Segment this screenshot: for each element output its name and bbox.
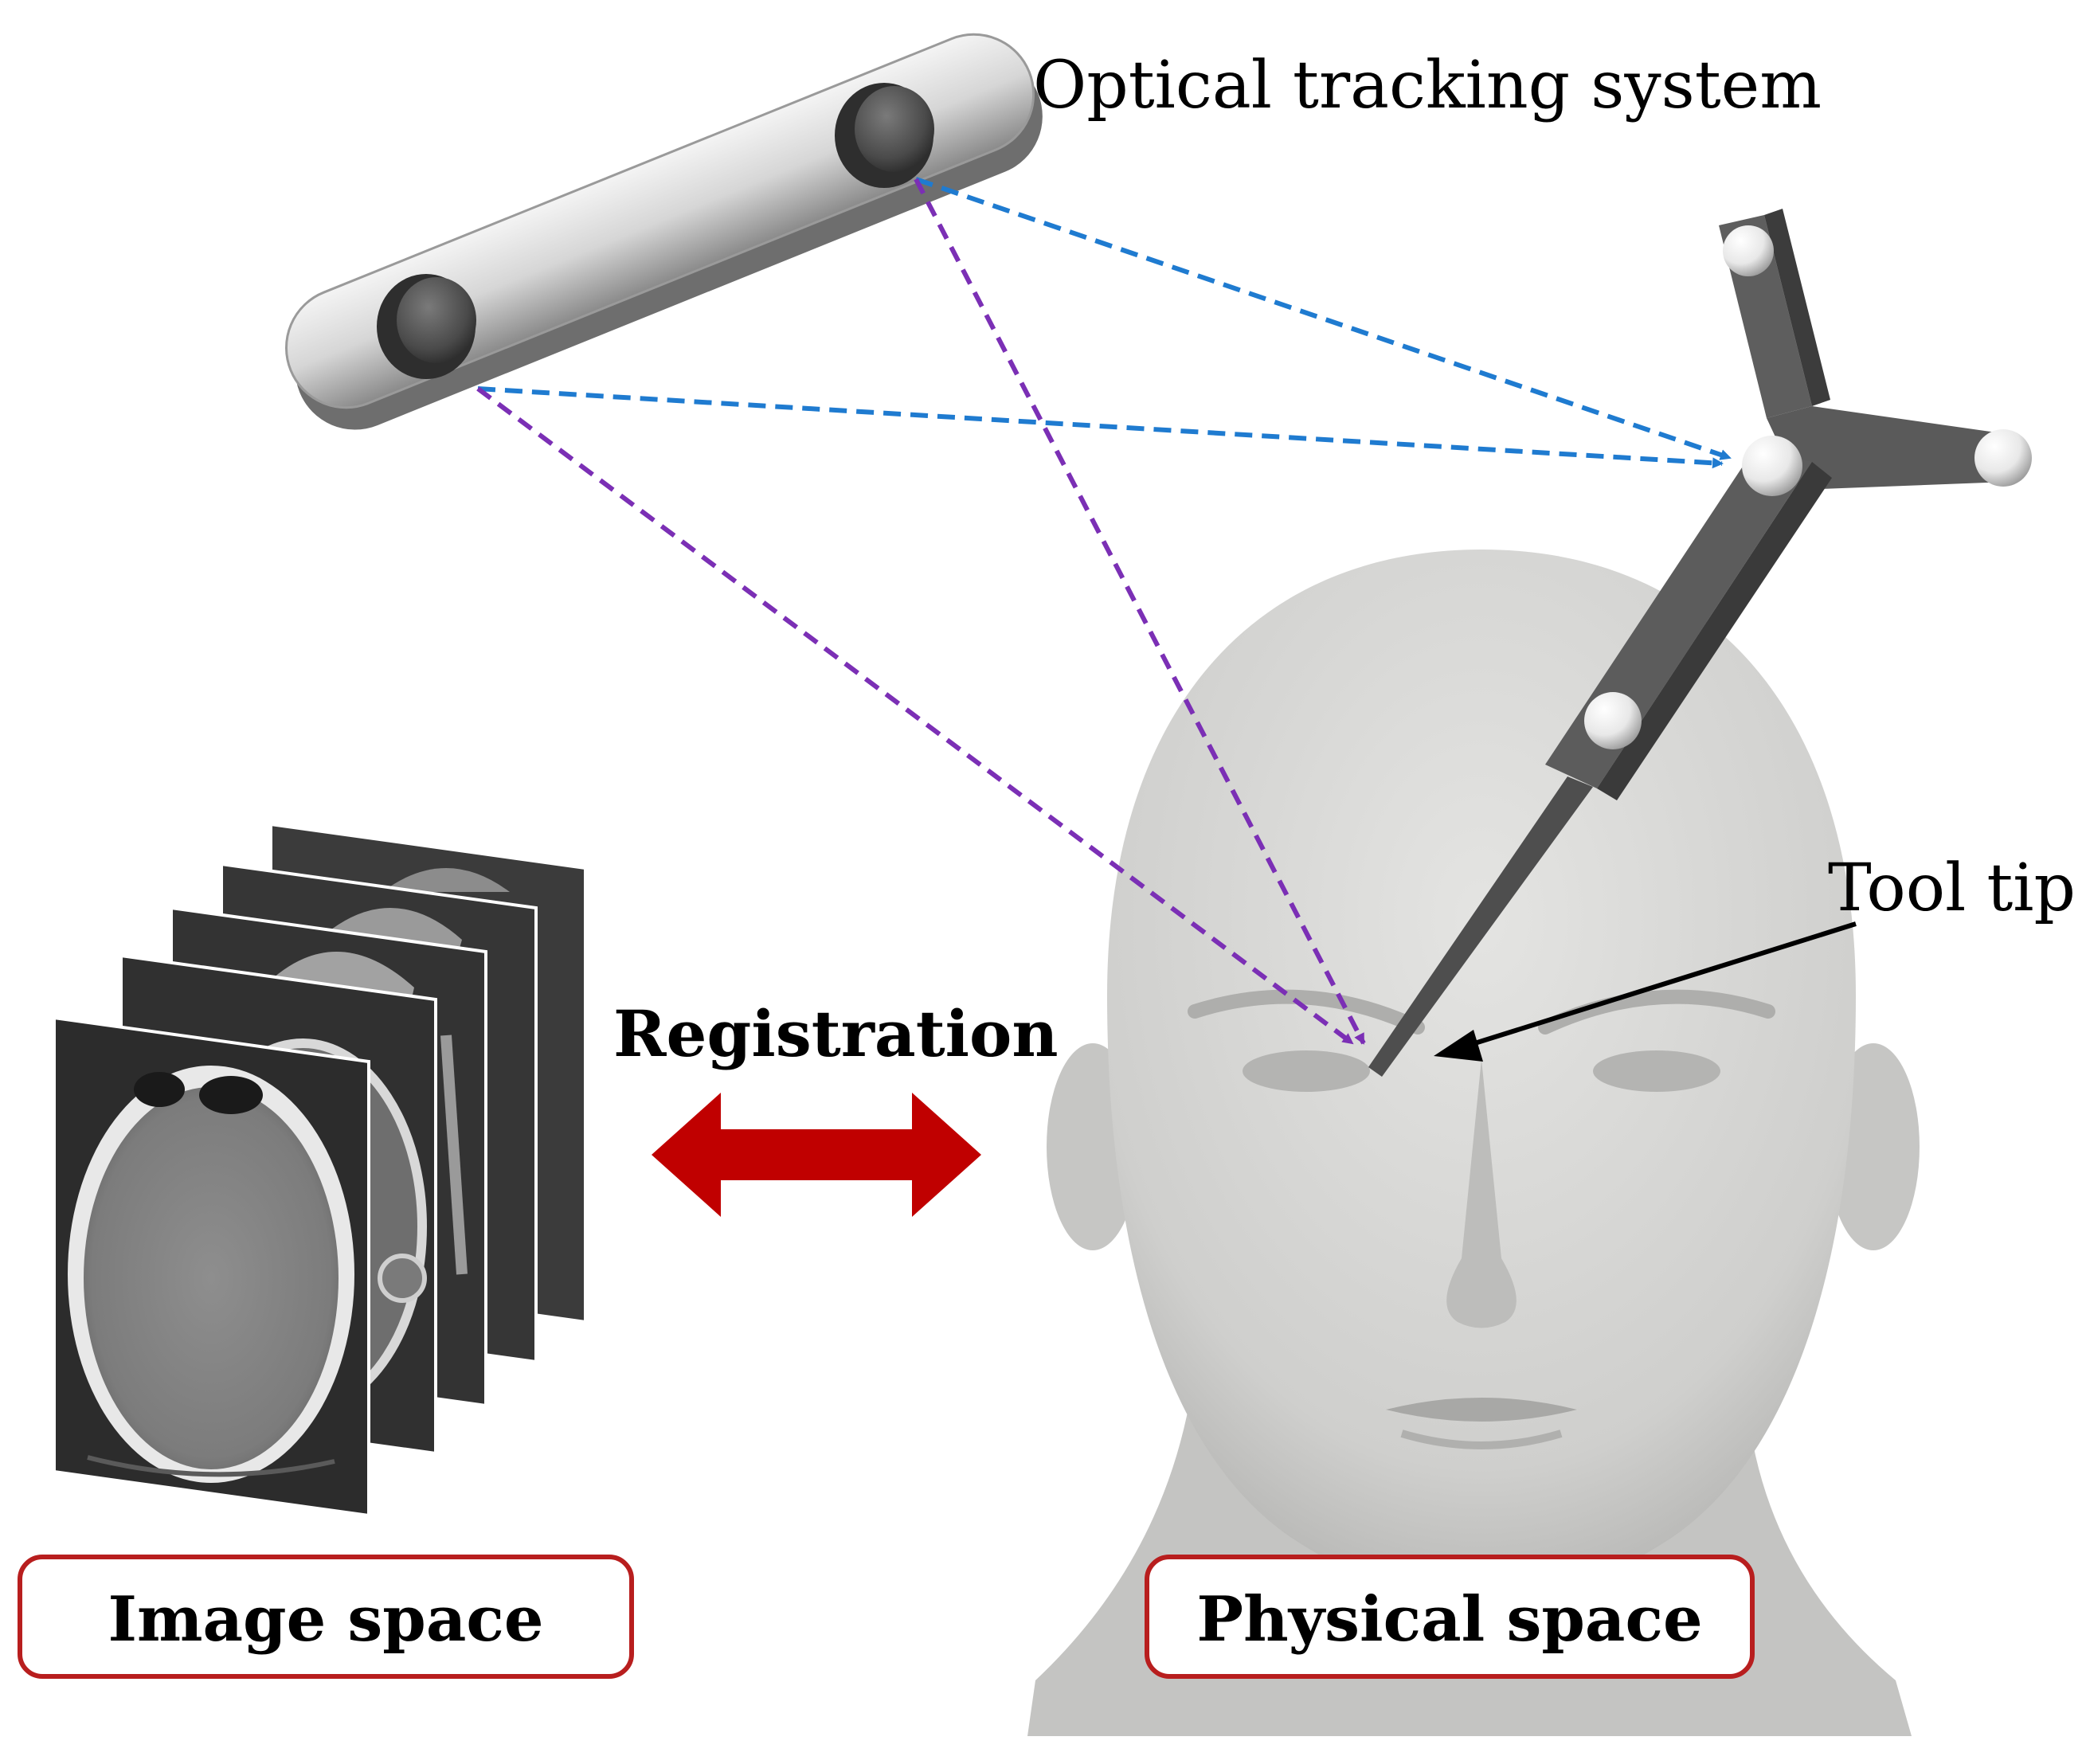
registration-double-arrow <box>652 1093 981 1217</box>
tool-tip-label: Tool tip <box>1828 851 2076 926</box>
registration-label: Registration <box>613 996 1059 1071</box>
ct-slice-stack-icon <box>53 822 587 1518</box>
marker-ball-center <box>1742 436 1802 496</box>
marker-ball-top <box>1723 225 1774 276</box>
camera-to-tool-lines <box>477 177 1732 469</box>
purple-line-left-lens <box>476 386 1354 1046</box>
image-space-label: Image space <box>108 1583 544 1656</box>
blue-line-left-lens <box>477 386 1724 469</box>
tracked-probe-tool-icon <box>1368 209 2032 1077</box>
optical-tracking-camera-icon <box>284 33 1043 430</box>
purple-line-right-lens <box>914 178 1366 1045</box>
optical-tracking-system-label: Optical tracking system <box>1033 48 1822 123</box>
camera-lens-right <box>835 83 934 188</box>
camera-lens-left <box>377 274 476 379</box>
blue-line-right-lens <box>915 177 1732 460</box>
ct-slice-1 <box>53 1015 370 1518</box>
tool-tip-pointer-arrow <box>1434 921 1857 1062</box>
camera-to-tip-lines <box>476 178 1366 1046</box>
image-space-label-box: Image space <box>18 1555 634 1679</box>
physical-space-label-box: Physical space <box>1145 1555 1755 1679</box>
physical-space-label: Physical space <box>1196 1583 1702 1656</box>
marker-ball-lower <box>1584 692 1642 749</box>
marker-ball-right <box>1974 429 2032 487</box>
